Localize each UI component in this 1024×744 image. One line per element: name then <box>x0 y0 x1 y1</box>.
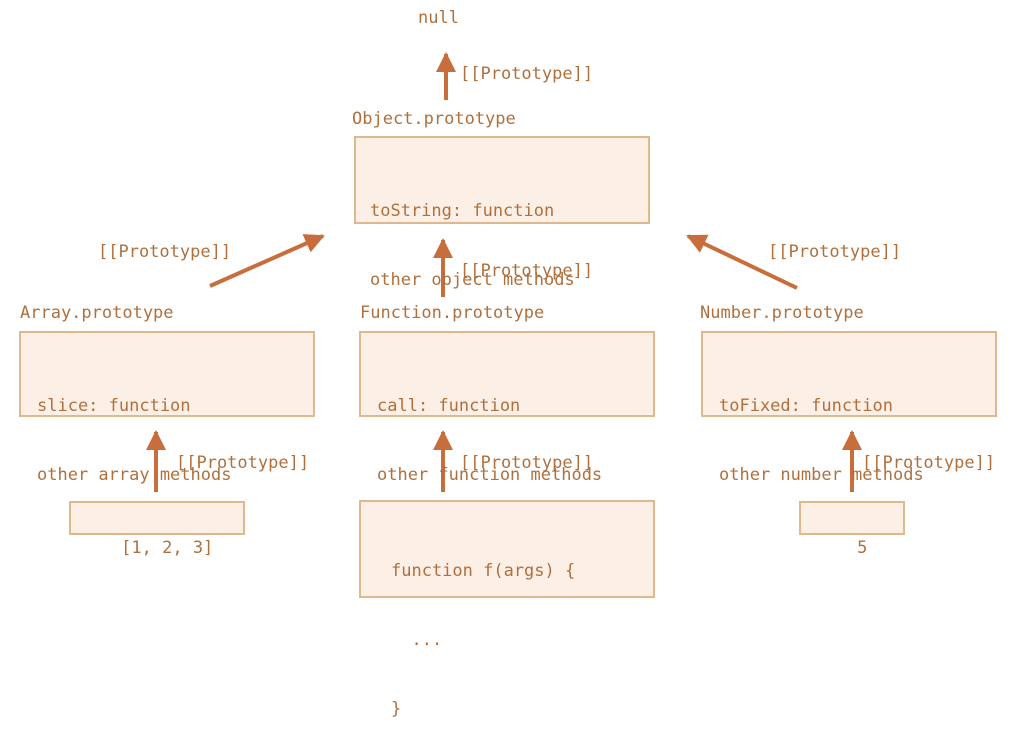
prototype-link-label-number-instance: [[Prototype]] <box>862 453 996 473</box>
array-prototype-line: slice: function <box>37 396 191 416</box>
function-instance-line: ... <box>391 630 443 650</box>
function-instance-box: function f(args) { ... } <box>359 500 655 719</box>
object-prototype-title: Object.prototype <box>352 109 516 129</box>
prototype-link-label-number: [[Prototype]] <box>768 242 902 262</box>
function-prototype-line: other function methods <box>377 465 603 485</box>
function-prototype-line: call: function <box>377 396 521 416</box>
arrow-array-to-object <box>209 234 325 288</box>
arrows-layer <box>146 52 862 492</box>
array-prototype-line: other array methods <box>37 465 232 485</box>
prototype-link-label-array-instance: [[Prototype]] <box>176 453 310 473</box>
arrow-number-to-object <box>686 234 798 290</box>
function-prototype-title: Function.prototype <box>360 303 545 323</box>
array-instance-value: [1, 2, 3] <box>121 538 214 558</box>
function-instance-line: } <box>391 699 402 719</box>
number-prototype-box: toFixed: function other number methods <box>701 331 997 485</box>
number-instance-value: 5 <box>857 538 868 558</box>
object-prototype-box: toString: function other object methods <box>354 136 650 290</box>
array-instance-box: [1, 2, 3] <box>69 501 245 558</box>
function-prototype-box: call: function other function methods <box>359 331 655 485</box>
object-prototype-line: other object methods <box>370 270 575 290</box>
null-label: null <box>418 8 459 28</box>
prototype-link-label-object: [[Prototype]] <box>460 64 594 84</box>
object-prototype-line: toString: function <box>370 201 555 221</box>
number-prototype-line: toFixed: function <box>719 396 893 416</box>
number-instance-box: 5 <box>799 501 905 558</box>
array-prototype-box: slice: function other array methods <box>19 331 315 485</box>
number-prototype-line: other number methods <box>719 465 924 485</box>
prototype-link-label-function-instance: [[Prototype]] <box>460 453 594 473</box>
prototype-link-label-function: [[Prototype]] <box>460 261 594 281</box>
function-instance-line: function f(args) { <box>391 561 576 581</box>
number-prototype-title: Number.prototype <box>700 303 864 323</box>
array-prototype-title: Array.prototype <box>20 303 174 323</box>
prototype-link-label-array: [[Prototype]] <box>98 242 232 262</box>
